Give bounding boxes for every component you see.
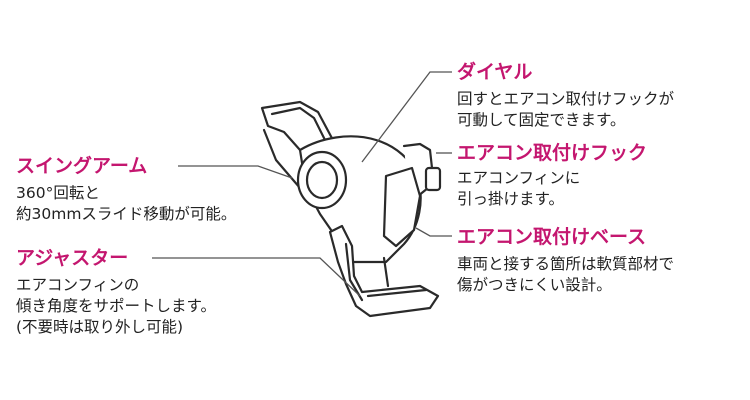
- swing-arm-callout: スイングアーム 360°回転と 約30mmスライド移動が可能。: [16, 155, 236, 225]
- base-part: [382, 166, 422, 248]
- swing-arm-desc-line-1: 360°回転と: [16, 184, 100, 202]
- hook-callout: エアコン取付けフック エアコンフィンに 引っ掛けます。: [457, 142, 647, 210]
- base-title: エアコン取付けベース: [457, 226, 647, 248]
- dial-desc-line-2: 可動して固定できます。: [457, 111, 626, 129]
- base-desc-line-1: 車両と接する箇所は軟質部材で: [457, 255, 675, 273]
- adjuster-title: アジャスター: [16, 247, 129, 269]
- adjuster-desc-line-2: 傾き角度をサポートします。: [16, 297, 216, 315]
- dial-title: ダイヤル: [457, 61, 533, 83]
- dial-desc-line-1: 回すとエアコン取付けフックが: [457, 90, 675, 108]
- hook-title: エアコン取付けフック: [457, 142, 648, 164]
- hook-desc-line-2: 引っ掛けます。: [457, 190, 564, 208]
- adjuster-desc-line-3: (不要時は取り外し可能): [16, 318, 184, 336]
- base-callout: エアコン取付けベース 車両と接する箇所は軟質部材で 傷がつきにくい設計。: [457, 226, 674, 296]
- hook-desc-line-1: エアコンフィンに: [457, 169, 581, 187]
- swing-arm-leader-line: [178, 165, 293, 179]
- dial-callout: ダイヤル 回すとエアコン取付けフックが 可動して固定できます。: [457, 61, 674, 131]
- base-leader-line: [415, 227, 452, 237]
- swing-arm-title: スイングアーム: [16, 155, 148, 177]
- adjuster-leader-line: [152, 257, 361, 297]
- dial-leader-line: [361, 71, 452, 163]
- swing-arm-desc-line-2: 約30mmスライド移動が可能。: [16, 205, 237, 223]
- base-desc-line-2: 傷がつきにくい設計。: [457, 276, 612, 294]
- adjuster-desc-line-1: エアコンフィンの: [16, 276, 140, 294]
- adjuster-callout: アジャスター エアコンフィンの 傾き角度をサポートします。 (不要時は取り外し可…: [16, 247, 216, 338]
